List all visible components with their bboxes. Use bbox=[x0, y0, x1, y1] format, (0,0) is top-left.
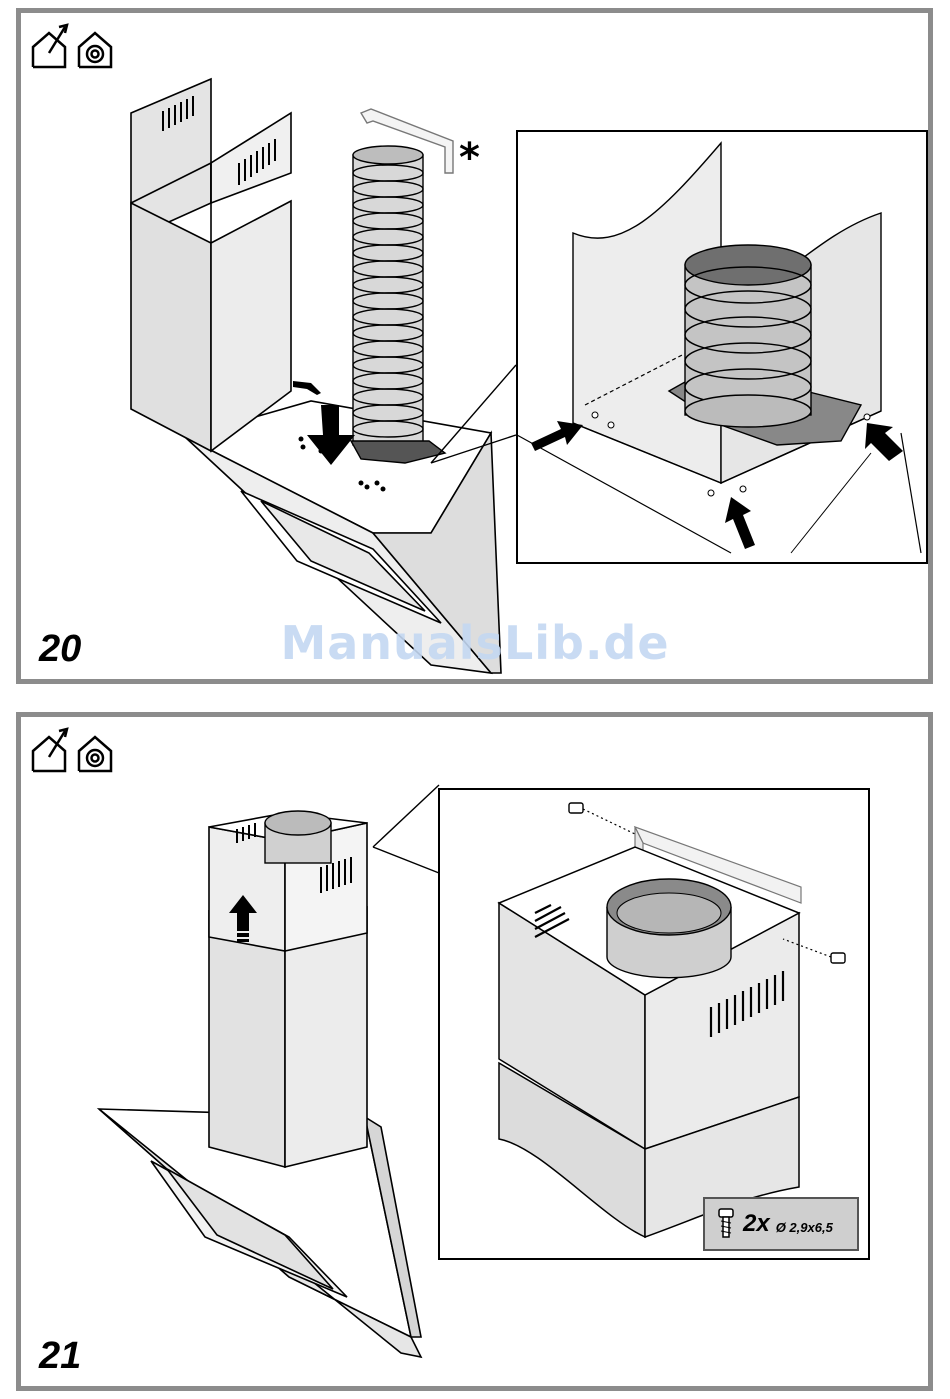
detail-callout-lines bbox=[373, 785, 439, 873]
watermark: ManualsLib.de bbox=[0, 616, 950, 670]
detail-box bbox=[439, 789, 869, 1259]
optional-part-asterisk: * bbox=[459, 135, 480, 181]
chimney-column bbox=[209, 813, 367, 1167]
house-exhaust-icon bbox=[33, 729, 67, 771]
screw-dimensions: Ø 2,9x6,5 bbox=[776, 1220, 833, 1235]
step-number-21: 21 bbox=[39, 1335, 81, 1378]
flexible-duct bbox=[351, 146, 445, 463]
house-recirculation-icon bbox=[79, 737, 111, 771]
chimney-arrow-icon bbox=[293, 381, 321, 395]
detail-box bbox=[517, 131, 927, 563]
step-20-panel: * 20 bbox=[16, 8, 933, 684]
duct-collar bbox=[265, 811, 331, 863]
step-21-illustration bbox=[21, 717, 928, 1386]
screw-icon bbox=[715, 1207, 737, 1241]
detail-callout-lines bbox=[431, 365, 516, 463]
screw-quantity: 2x bbox=[743, 1210, 770, 1238]
house-recirculation-icon bbox=[79, 33, 111, 67]
house-exhaust-icon bbox=[33, 25, 67, 67]
screw-spec-box: 2x Ø 2,9x6,5 bbox=[703, 1197, 859, 1251]
chimney-column bbox=[131, 79, 291, 451]
step-20-illustration bbox=[21, 13, 928, 679]
step-21-panel: 2x Ø 2,9x6,5 21 bbox=[16, 712, 933, 1391]
